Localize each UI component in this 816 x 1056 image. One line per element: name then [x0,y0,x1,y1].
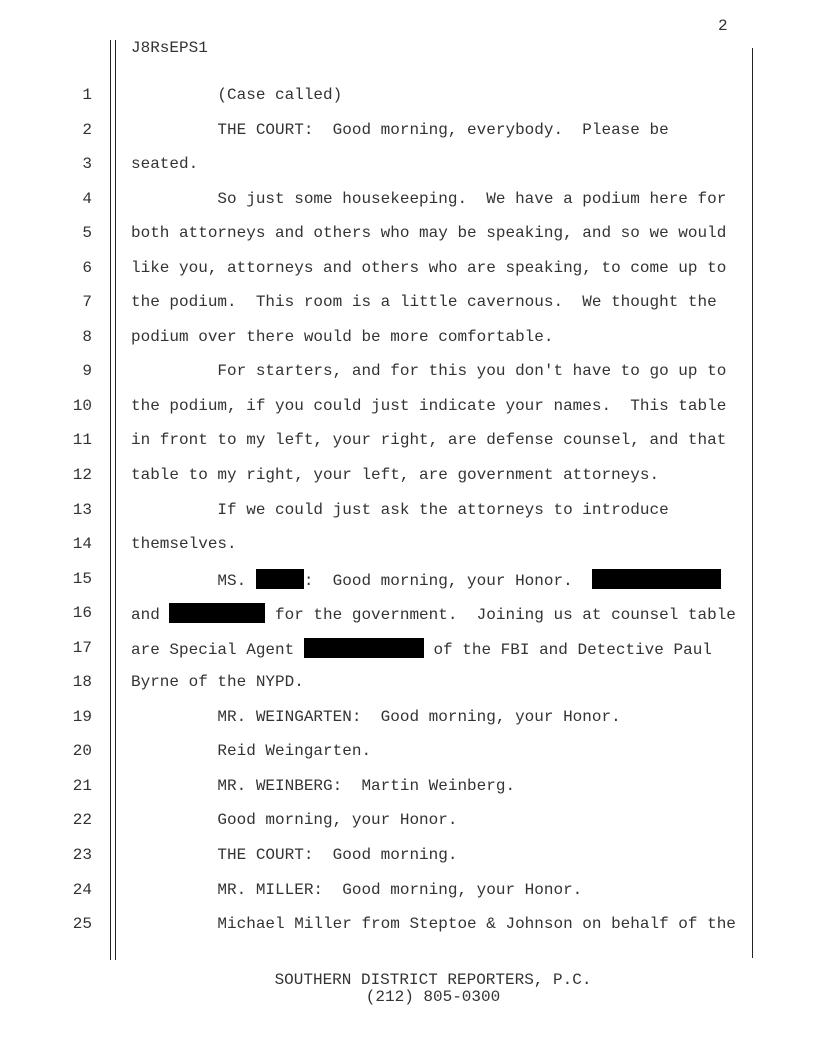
line-number: 12 [72,466,92,484]
line-number: 6 [82,258,92,277]
transcript-line: 25 Michael Miller from Steptoe & Johnson… [0,914,816,934]
line-number: 13 [72,500,92,519]
footer-phone: (212) 805-0300 [365,988,501,1006]
line-text: the podium, if you could just indicate y… [131,396,727,415]
transcript-line: 21 MR. WEINBERG: Martin Weinberg. [0,776,816,796]
line-number: 9 [82,362,92,381]
left-margin-line-inner [115,40,116,960]
redaction-box [169,603,266,624]
transcript-line: 6 like you, attorneys and others who are … [0,258,816,278]
line-text: are Special Agent of the FBI and Detecti… [131,637,712,660]
redaction-box [591,568,722,589]
transcript-line: 12 table to my right, your left, are gove… [0,465,816,485]
transcript-line: 16 and for the government. Joining us at … [0,603,816,625]
line-text: both attorneys and others who may be spe… [131,224,727,243]
transcript-line: 19 MR. WEINGARTEN: Good morning, your Ho… [0,707,816,727]
line-number: 3 [82,155,92,173]
line-number: 2 [82,120,92,139]
line-text: podium over there would be more comforta… [131,327,554,346]
line-text: Good morning, your Honor. [131,811,458,830]
line-text: MR. WEINGARTEN: Good morning, your Honor… [131,707,621,726]
line-number: 23 [72,846,92,864]
line-text: and for the government. Joining us at co… [131,603,736,625]
line-number: 14 [72,535,92,553]
transcript-line: 15 MS. : Good morning, your Honor. [0,568,816,591]
line-number: 5 [82,224,92,243]
header-code: J8RsEPS1 [131,39,208,57]
line-text: MR. WEINBERG: Martin Weinberg. [131,776,516,795]
line-number: 25 [72,915,92,933]
transcript-line: 24 MR. MILLER: Good morning, your Honor. [0,880,816,900]
transcript-line: 7 the podium. This room is a little caver… [0,292,816,312]
right-margin-line [752,48,753,958]
transcript-line: 9 For starters, and for this you don't h… [0,361,816,381]
line-text: So just some housekeeping. We have a pod… [131,189,727,208]
transcript-line: 14 themselves. [0,534,816,554]
line-text: table to my right, your left, are govern… [131,466,660,484]
line-text: For starters, and for this you don't hav… [131,362,727,381]
transcript-line: 23 THE COURT: Good morning. [0,845,816,865]
transcript-line: 11 in front to my left, your right, are d… [0,430,816,450]
line-text: in front to my left, your right, are def… [131,431,727,450]
line-text: THE COURT: Good morning, everybody. Plea… [131,120,669,139]
line-number: 17 [72,638,92,657]
line-text: MR. MILLER: Good morning, your Honor. [131,880,583,899]
line-number: 1 [82,86,92,104]
line-text: like you, attorneys and others who are s… [131,258,727,277]
line-number: 15 [72,569,92,588]
footer-company: SOUTHERN DISTRICT REPORTERS, P.C. [274,971,592,989]
line-text: seated. [131,155,199,173]
line-text: (Case called) [131,86,343,104]
line-text: Byrne of the NYPD. [131,673,304,692]
line-text: MS. : Good morning, your Honor. [131,568,722,591]
redaction-box [255,568,304,589]
line-number: 19 [72,707,92,726]
line-number: 7 [82,293,92,312]
line-text-part: and [131,606,170,625]
left-margin-line [110,40,111,960]
transcript-line: 22 Good morning, your Honor. [0,810,816,830]
transcript-line: 1 (Case called) [0,85,816,105]
line-text: Michael Miller from Steptoe & Johnson on… [131,915,736,933]
line-text-part: for the government. Joining us at counse… [265,606,736,625]
transcript-line: 20 Reid Weingarten. [0,741,816,761]
transcript-line: 8 podium over there would be more comfort… [0,327,816,347]
line-number: 10 [72,396,92,415]
line-text-part: : Good morning, your Honor. [303,571,592,590]
transcript-line: 5 both attorneys and others who may be sp… [0,223,816,243]
line-text: the podium. This room is a little cavern… [131,293,717,312]
line-text: If we could just ask the attorneys to in… [131,500,669,519]
line-number: 8 [82,327,92,346]
line-number: 22 [72,811,92,830]
line-number: 20 [72,742,92,761]
redaction-box [303,637,424,658]
line-text: themselves. [131,535,237,553]
transcript-line: 2 THE COURT: Good morning, everybody. Pl… [0,120,816,140]
line-text-part: MS. [131,571,256,590]
transcript-line: 4 So just some housekeeping. We have a p… [0,189,816,209]
line-number: 24 [72,880,92,899]
line-number: 4 [82,189,92,208]
transcript-line: 18 Byrne of the NYPD. [0,672,816,692]
line-text-part: are Special Agent [131,640,304,659]
line-number: 18 [72,673,92,692]
page-number: 2 [718,17,728,35]
line-number: 16 [72,604,92,623]
transcript-line: 13 If we could just ask the attorneys to… [0,500,816,520]
transcript-line: 17 are Special Agent of the FBI and Detec… [0,637,816,660]
line-number: 21 [72,776,92,795]
line-text: THE COURT: Good morning. [131,846,458,864]
line-number: 11 [72,431,92,450]
transcript-line: 3 seated. [0,154,816,174]
line-text: Reid Weingarten. [131,742,372,761]
line-text-part: of the FBI and Detective Paul [423,640,712,659]
transcript-line: 10 the podium, if you could just indicate… [0,396,816,416]
